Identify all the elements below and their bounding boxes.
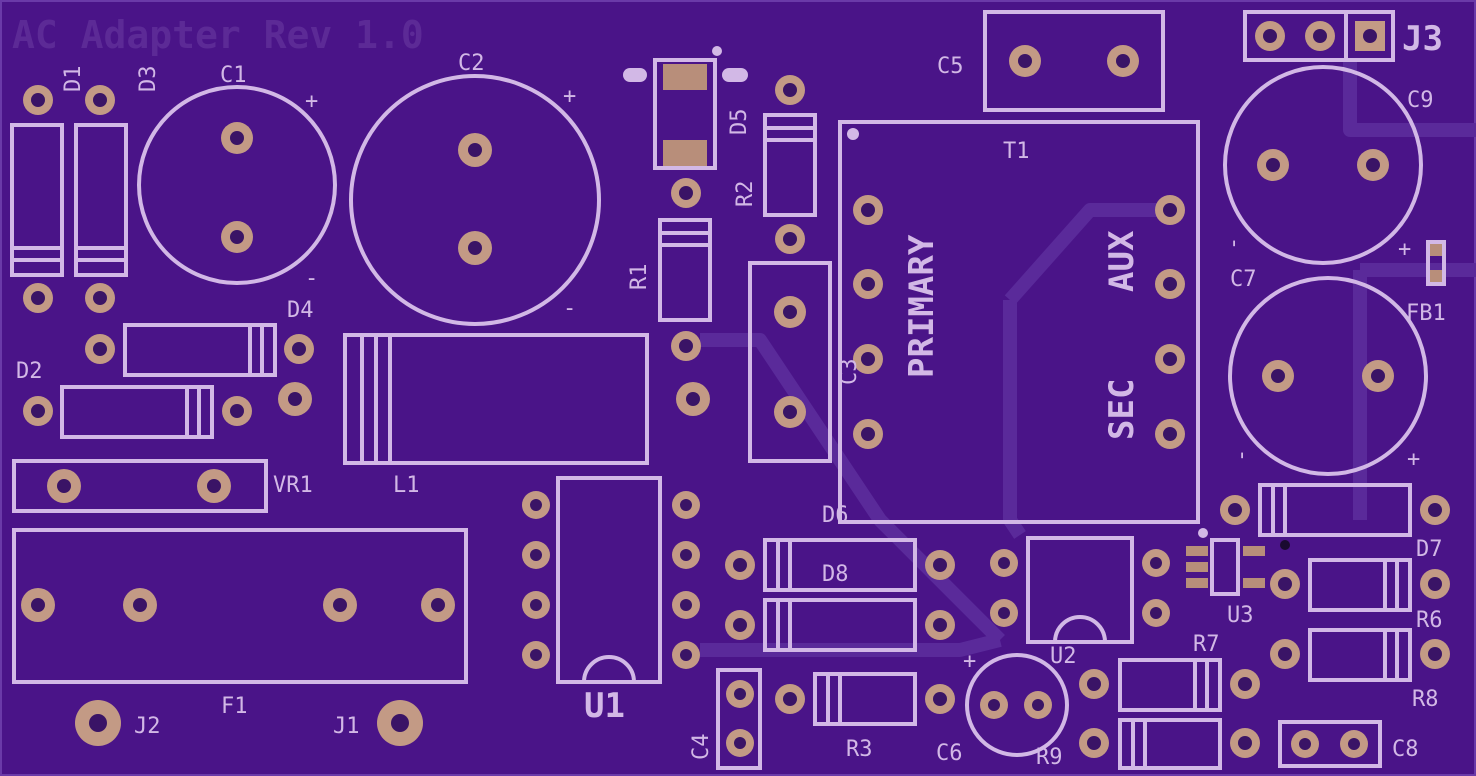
polarity-plus: + [1407,447,1420,472]
label-aux: AUX [1102,230,1142,292]
label-R2: R2 [733,181,758,208]
ic-U3: U3 [1186,528,1290,628]
diode-D7: D7 [1220,483,1450,562]
label-C2: C2 [458,51,485,76]
label-D4: D4 [287,298,314,323]
label-F1: F1 [221,694,248,719]
capacitor-C9: C9 - + [1221,65,1434,265]
label-J3: J3 [1402,19,1443,59]
resistor-R7: R7 [1079,632,1260,712]
diode-D1: D1 [10,66,86,313]
polarity-plus: + [563,84,576,109]
label-U3: U3 [1227,603,1254,628]
resistor-R2: R2 [733,75,817,254]
resistor-R6: R6 [1270,558,1450,633]
label-D6: D6 [822,503,849,528]
label-D2: D2 [16,359,43,384]
polarity-minus: - [563,296,576,321]
capacitor-C1: C1 + - [137,63,337,291]
ferrite-FB1: FB1 [1406,240,1446,326]
label-C6: C6 [936,741,963,766]
label-FB1: FB1 [1406,301,1446,326]
resistor-R3: R3 [775,672,955,762]
diode-D8: D8 [725,562,955,652]
label-VR1: VR1 [273,473,313,498]
diode-D5: D5 [623,46,752,208]
diode-D6: D6 [725,503,955,592]
label-D8: D8 [822,562,849,587]
capacitor-C5: C5 [937,10,1165,112]
label-primary: PRIMARY [902,234,942,378]
label-C9: C9 [1407,88,1434,113]
label-D5: D5 [727,109,752,136]
label-C7: C7 [1230,267,1257,292]
capacitor-C2: C2 + - [349,51,601,326]
polarity-minus: - [305,266,318,291]
ic-U1: U1 [522,476,700,726]
capacitor-C8: C8 [1278,720,1419,768]
capacitor-C3: C3 [748,261,862,463]
capacitor-C6: + C6 [936,649,1069,766]
polarity-minus: - [1221,237,1246,250]
transformer-T1: T1 PRIMARY AUX SEC [838,120,1200,524]
label-R8: R8 [1412,687,1439,712]
polarity-plus: + [305,89,318,114]
resistor-R8: R8 [1270,628,1450,712]
label-sec: SEC [1102,379,1142,440]
label-U1: U1 [584,686,625,726]
label-D3: D3 [136,66,161,93]
label-R9: R9 [1036,745,1063,770]
polarity-plus: + [1398,237,1411,262]
label-J2: J2 [134,714,161,739]
connector-J3: J3 [1243,10,1443,62]
label-C3: C3 [837,359,862,386]
varistor-VR1: VR1 [12,459,313,513]
diode-D2: D2 [16,359,252,439]
diode-D3: D3 [74,66,161,313]
label-J1: J1 [333,714,360,739]
label-C5: C5 [937,54,964,79]
label-C8: C8 [1392,737,1419,762]
connector-J1: J1 [333,700,423,746]
label-U2: U2 [1050,644,1077,669]
ic-U2: U2 [990,536,1170,669]
label-D7: D7 [1416,537,1443,562]
label-C4: C4 [689,734,714,761]
resistor-R9: R9 [1036,718,1260,770]
label-L1: L1 [393,473,420,498]
capacitor-C4: C4 [689,668,762,770]
label-T1: T1 [1003,139,1030,164]
polarity-plus: + [963,649,976,674]
capacitor-C7: C7 - + [1228,267,1428,476]
label-C1: C1 [220,63,247,88]
diode-D4: D4 [85,298,314,377]
label-D1: D1 [61,66,86,93]
resistor-R1: R1 [627,218,712,361]
inductor-L1: L1 [278,333,710,498]
label-R6: R6 [1416,608,1443,633]
label-R3: R3 [846,737,873,762]
label-R7: R7 [1193,632,1220,657]
board-title: AC Adapter Rev 1.0 [12,13,424,57]
polarity-minus: - [1229,449,1254,462]
connector-J2: J2 [75,700,161,746]
label-R1: R1 [627,264,652,291]
fuse-F1: F1 [12,528,468,719]
